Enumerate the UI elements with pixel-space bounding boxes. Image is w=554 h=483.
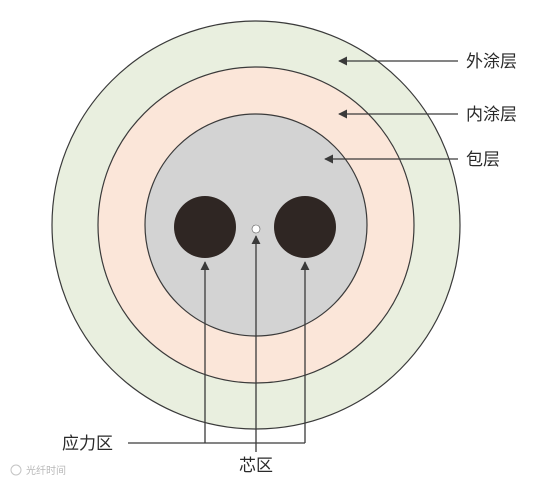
inner-coating-label: 内涂层 — [466, 105, 517, 125]
core-region-label: 芯区 — [239, 456, 273, 476]
core-point — [251, 224, 261, 234]
stress-region-label: 应力区 — [62, 434, 113, 454]
outer-coating-label: 外涂层 — [466, 52, 517, 72]
stress-rod-right — [274, 196, 336, 258]
watermark-logo-icon — [10, 464, 22, 476]
cladding-label: 包层 — [466, 150, 500, 170]
watermark-text: 光纤时间 — [26, 464, 66, 477]
watermark: 光纤时间 — [10, 464, 66, 477]
stress-rod-left — [174, 196, 236, 258]
